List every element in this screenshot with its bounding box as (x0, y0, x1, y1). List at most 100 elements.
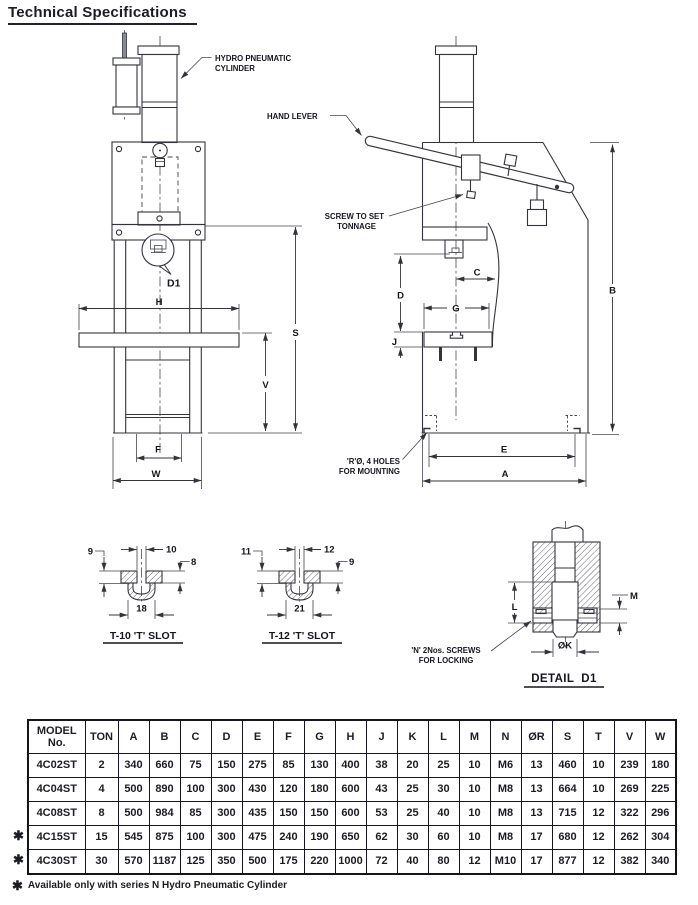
spec-cell: M10 (489, 849, 522, 875)
column-header: G (303, 719, 336, 754)
screw-icon (194, 145, 202, 153)
screw-icon (115, 145, 123, 153)
spec-cell: 435 (241, 801, 274, 826)
spec-cell: 17 (520, 849, 553, 875)
pump-cylinder-body (115, 64, 138, 108)
spec-cell: 180 (303, 777, 336, 802)
spec-cell: 650 (334, 825, 367, 850)
model-cell: 4C04ST (27, 777, 86, 802)
hydro-leader-line (180, 57, 212, 79)
spec-cell: 120 (272, 777, 305, 802)
tslot10-title: T-10 'T' SLOT (110, 630, 177, 642)
technical-drawings: D1 H S V F W HYDRO PNEUMATIC CYL (78, 30, 638, 688)
spec-cell: 660 (148, 753, 181, 778)
pump-rod (122, 32, 127, 59)
spec-cell: 984 (148, 801, 181, 826)
spec-cell: 25 (396, 801, 429, 826)
dim-label-E: E (501, 445, 507, 456)
tonnage-label-line1: SCREW TO SET (325, 212, 384, 221)
spec-cell: 53 (365, 801, 398, 826)
tslot12-dim-bottom: 21 (294, 604, 305, 615)
hand-lever-leader (330, 115, 362, 136)
spec-cell: 500 (241, 849, 274, 875)
tonnage-label-line2: TONNAGE (337, 222, 376, 231)
column-header: H (334, 719, 367, 754)
spec-cell: 100 (179, 825, 212, 850)
spec-cell: 10 (458, 801, 491, 826)
hydro-cylinder-label-line2: CYLINDER (215, 64, 255, 73)
spec-cell: 340 (644, 849, 677, 875)
spec-cell: 10 (582, 777, 615, 802)
spec-cell: 85 (179, 801, 212, 826)
spec-cell: 1000 (334, 849, 367, 875)
spec-cell: 43 (365, 777, 398, 802)
column-header: S (551, 719, 584, 754)
spec-cell: 2 (84, 753, 119, 778)
tslot-12-detail: 12 11 9 21 T-12 'T' SLOT (241, 545, 354, 644)
spec-cell: 13 (520, 753, 553, 778)
tslot12-dim-right: 9 (349, 557, 354, 568)
column-header: M (458, 719, 491, 754)
dim-label-L: L (512, 602, 518, 613)
spec-cell: 1187 (148, 849, 181, 875)
spec-cell: 40 (396, 849, 429, 875)
spec-cell: 460 (551, 753, 584, 778)
ram-side (444, 239, 464, 259)
spec-cell: 40 (427, 801, 460, 826)
d1-reference-label: D1 (167, 278, 181, 290)
pump-bottom-flange (112, 106, 141, 115)
row-asterisk: ✱ (13, 852, 24, 867)
head-bottom-plate (421, 226, 488, 241)
dim-label-J: J (392, 337, 397, 348)
spec-cell: 877 (551, 849, 584, 875)
spec-cell: 12 (582, 825, 615, 850)
work-table-side (423, 331, 493, 348)
spec-cell: 545 (117, 825, 150, 850)
column-header: TON (84, 719, 119, 754)
dim-label-H: H (156, 297, 163, 308)
tslot-shoulder (145, 570, 163, 584)
spec-cell: 275 (241, 753, 274, 778)
tslot10-dim-bottom: 18 (136, 604, 147, 615)
spec-cell: 10 (458, 777, 491, 802)
spec-cell: 715 (551, 801, 584, 826)
spec-cell: 350 (210, 849, 243, 875)
spec-cell: 10 (458, 825, 491, 850)
spec-cell: 239 (613, 753, 646, 778)
row-marker-empty (10, 776, 27, 800)
column-header: D (210, 719, 243, 754)
spec-cell: 75 (179, 753, 212, 778)
dim-label-A: A (502, 469, 509, 480)
spec-cell: 80 (427, 849, 460, 875)
row-marker-empty (10, 752, 27, 776)
mounting-label-line1: 'R'Ø, 4 HOLES (347, 457, 400, 466)
dim-label-C: C (474, 268, 481, 279)
tslot-shoulder (120, 570, 138, 584)
head-diagonal-edge (542, 142, 589, 221)
column-header: ØR (520, 719, 553, 754)
column-header: V (613, 719, 646, 754)
spec-cell: 296 (644, 801, 677, 826)
spec-cell: 269 (613, 777, 646, 802)
spec-cell: 600 (334, 777, 367, 802)
tslot10-dim-right: 8 (191, 557, 196, 568)
cylinder-body (141, 53, 178, 144)
star-column: ✱✱ (10, 719, 27, 875)
footnote-text: Available only with series N Hydro Pneum… (27, 880, 288, 891)
page-title: Technical Specifications (8, 4, 197, 25)
spec-cell: 12 (458, 849, 491, 875)
spec-cell: 12 (582, 801, 615, 826)
screw-icon (156, 215, 163, 222)
column-header: J (365, 719, 398, 754)
spec-cell: 100 (179, 777, 212, 802)
lever-knob-neck (529, 199, 545, 211)
spec-cell: 300 (210, 801, 243, 826)
pump-top-flange (112, 57, 141, 66)
footnote: ✱ Available only with series N Hydro Pne… (12, 879, 287, 892)
